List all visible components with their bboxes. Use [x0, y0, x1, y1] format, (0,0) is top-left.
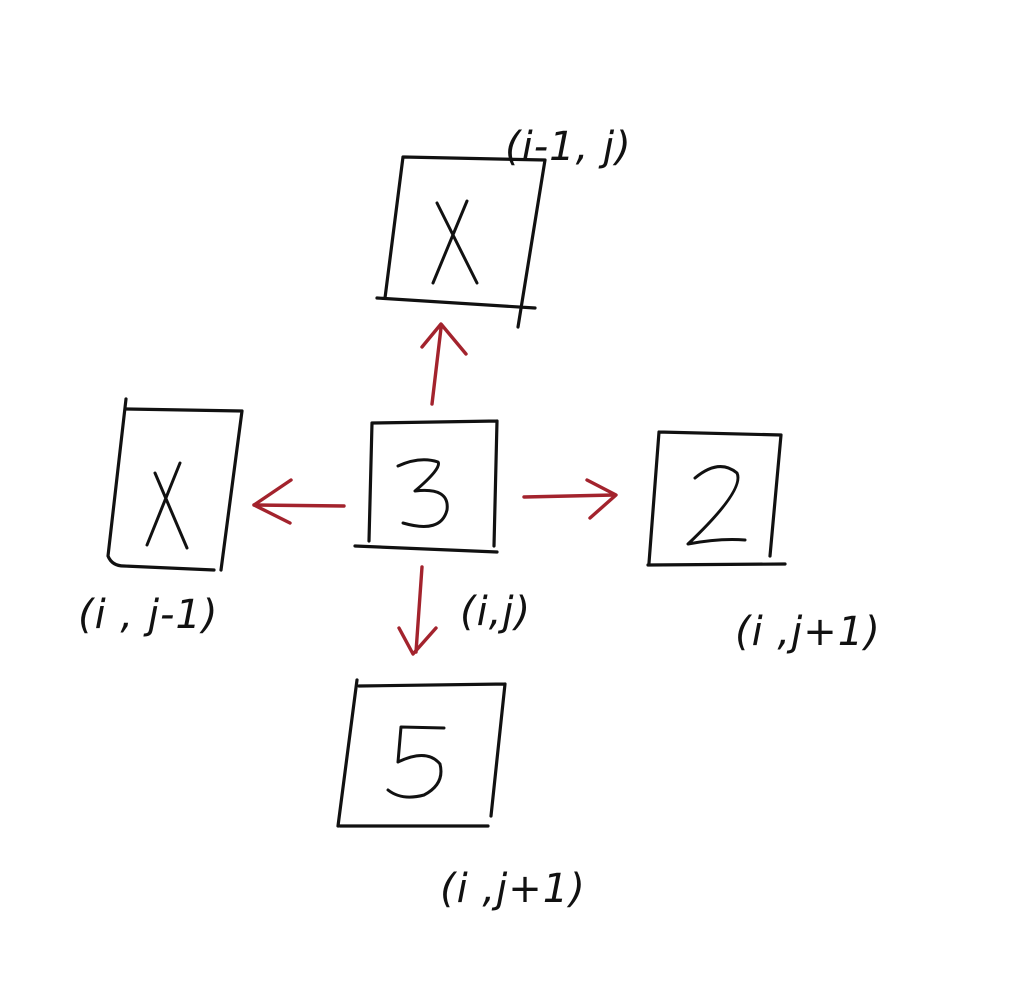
cell-bottom: 5 (i ,j+1): [336, 678, 586, 912]
arrow-down-shaft: [414, 565, 424, 654]
arrow-up: [420, 322, 468, 406]
cell-top-box: [375, 155, 547, 329]
x-mark-icon: [145, 461, 189, 550]
arrow-left-shaft: [252, 503, 346, 508]
digit-two-glyph: [686, 465, 747, 546]
arrow-up-head: [420, 322, 468, 356]
arrow-down-head: [397, 626, 438, 656]
arrow-right-head: [585, 478, 618, 520]
arrow-up-shaft: [430, 326, 443, 406]
cell-bottom-value: 5: [386, 725, 446, 799]
cell-center-box: [353, 419, 499, 554]
cell-left: X (i , j-1): [78, 397, 244, 638]
cell-right-coord: (i ,j+1): [735, 609, 881, 655]
cell-left-coord: (i , j-1): [78, 592, 218, 638]
digit-five-glyph: [386, 725, 446, 799]
x-mark-icon: [431, 199, 479, 285]
cell-center-coord: (i,j): [460, 589, 531, 635]
cell-center: 3 (i,j): [353, 419, 531, 635]
arrow-left-head: [252, 478, 293, 525]
cell-top-value: X: [431, 199, 479, 285]
cell-bottom-box: [336, 678, 507, 828]
cell-right-box: [646, 430, 787, 567]
cell-right: 2 (i ,j+1): [646, 430, 881, 655]
cell-bottom-coord: (i ,j+1): [440, 866, 586, 912]
arrow-left: [252, 478, 346, 525]
cell-right-value: 2: [686, 465, 747, 546]
arrow-right-shaft: [522, 493, 616, 499]
cell-left-box: [106, 397, 244, 572]
cell-left-value: X: [145, 461, 189, 550]
arrow-down: [397, 565, 438, 656]
cell-top-coord: (i-1, j): [505, 124, 632, 170]
cell-top: X (i-1, j): [375, 124, 632, 329]
digit-three-glyph: [396, 458, 449, 528]
cell-center-value: 3: [396, 458, 449, 528]
arrow-right: [522, 478, 618, 520]
